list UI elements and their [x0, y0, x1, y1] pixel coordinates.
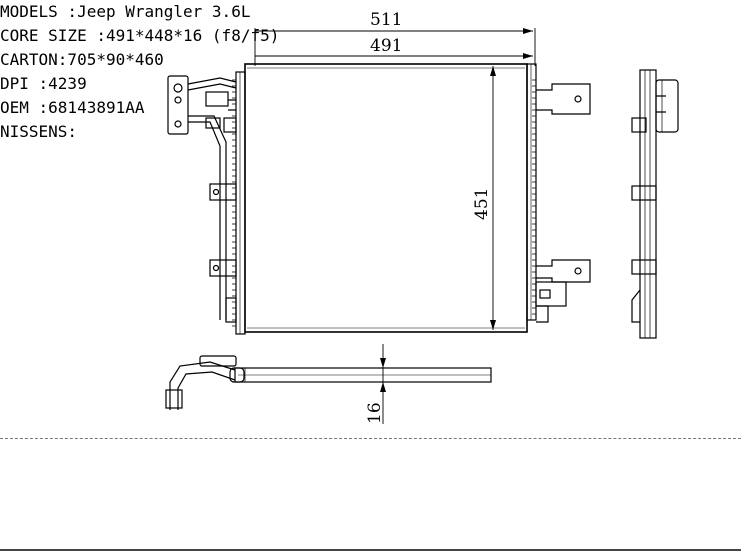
carton-line: CARTON:705*90*460: [0, 50, 164, 69]
bottom-rule: [0, 549, 741, 551]
dpi-line: DPI :4239: [0, 74, 87, 93]
specs-left-column: MODELS :Jeep Wrangler 3.6L CORE SIZE :49…: [0, 0, 741, 72]
left-header-tank: [232, 71, 246, 335]
top-view: [165, 355, 492, 410]
dimension-core-depth: [380, 344, 386, 424]
dimension-16-label: 16: [365, 402, 385, 424]
dimension-451-label: 451: [472, 188, 492, 220]
oem-line: OEM :68143891AA: [0, 98, 145, 117]
dashed-separator: [0, 438, 741, 439]
specs-right-column: DPI :4239 OEM :68143891AA NISSENS:: [0, 72, 741, 144]
right-mounting-brackets: [535, 83, 591, 323]
dimension-511-label: 511: [370, 10, 402, 30]
right-header-tank: [526, 63, 537, 321]
nissens-line: NISSENS:: [0, 122, 78, 141]
dimension-overall-width: [254, 28, 536, 66]
dimension-core-width: [255, 53, 533, 59]
dimension-core-height: [490, 66, 496, 330]
models-line: MODELS :Jeep Wrangler 3.6L: [0, 2, 251, 21]
dimension-491-label: 491: [370, 36, 402, 56]
left-inlet-pipe-and-bracket: [167, 75, 237, 323]
side-view: [631, 69, 679, 339]
